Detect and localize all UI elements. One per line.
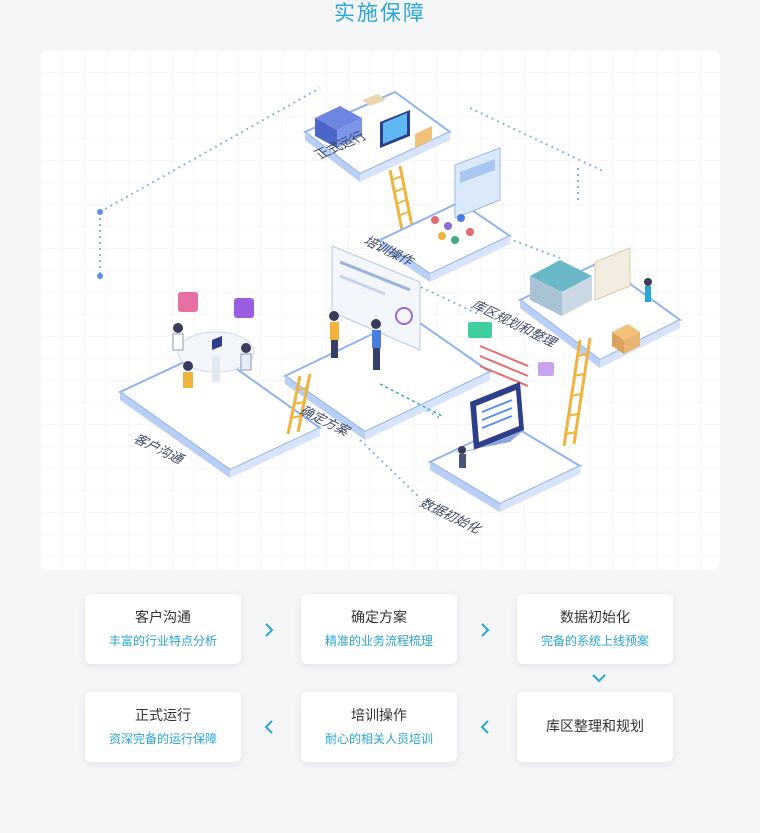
step-card-customer: 客户沟通 丰富的行业特点分析 [85,594,241,664]
platform-plan [283,245,554,440]
step-subtitle: 完备的系统上线预案 [540,634,649,648]
step-card-plan: 确定方案 精准的业务流程梳理 [301,594,457,664]
step-title: 客户沟通 [135,610,191,626]
step-card-data-init: 数据初始化 完备的系统上线预案 [517,594,673,664]
step-card-formal-operation: 正式运行 资深完备的运行保障 [85,692,241,762]
ladder-customer-plan [286,373,312,435]
chevron-down-icon [592,674,606,683]
step-subtitle: 资深完备的运行保障 [108,732,217,746]
platform-formal-operation [303,90,452,182]
step-title: 确定方案 [351,610,407,626]
step-title: 培训操作 [351,708,407,724]
step-title: 正式运行 [135,708,191,724]
platform-customer [118,292,322,478]
step-subtitle: 丰富的行业特点分析 [108,634,217,648]
section-title: 实施保障 [334,1,426,25]
platform-warehouse-planning [518,247,682,368]
ladder-formal-training [388,165,414,231]
chevron-right-icon [265,623,274,637]
implementation-illustration: 正式运行 培训操作 库区规划和整理 确定方案 客户沟通 数据初始化 [40,50,720,570]
ladder-warehouse-data [562,337,592,447]
step-card-training: 培训操作 耐心的相关人员培训 [301,692,457,762]
step-subtitle: 耐心的相关人员培训 [324,732,433,746]
chevron-left-icon [480,720,489,734]
isometric-workflow-graphic [40,50,720,570]
chevron-left-icon [264,720,273,734]
step-title: 库区整理和规划 [546,719,644,735]
step-subtitle: 精准的业务流程梳理 [324,634,433,648]
platform-data-init [427,382,583,512]
step-title: 数据初始化 [560,610,630,626]
chevron-right-icon [481,623,490,637]
platform-training [377,147,513,282]
step-card-warehouse: 库区整理和规划 [517,692,673,762]
